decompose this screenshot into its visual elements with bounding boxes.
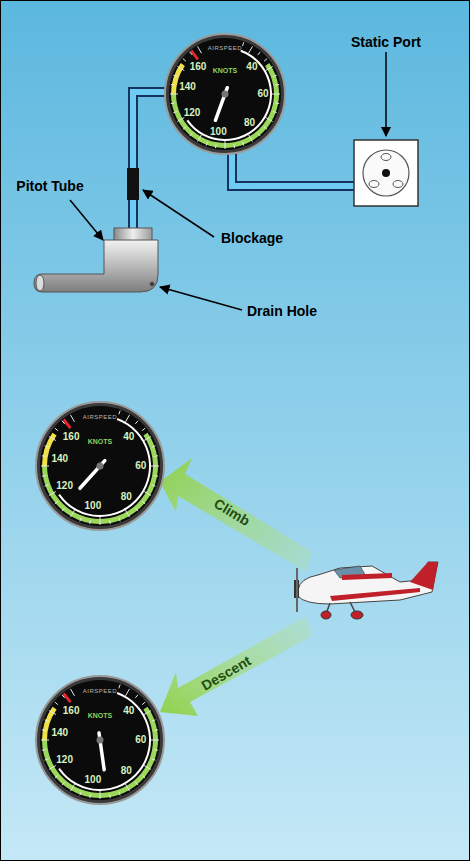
gauge-number: 160 — [190, 62, 207, 72]
gauge-number: 80 — [121, 766, 132, 776]
part-label: Drain Hole — [247, 304, 317, 318]
gauge-number: 40 — [123, 706, 134, 716]
climb-arrow — [160, 458, 312, 572]
static-line — [232, 150, 356, 186]
leader-lines — [70, 52, 386, 310]
pitot-tube — [34, 228, 158, 292]
gauge-number: 120 — [56, 481, 73, 491]
gauge-number: 160 — [63, 706, 80, 716]
pitot-line — [133, 92, 172, 232]
descent-arrow — [160, 616, 312, 716]
gauge-number: 40 — [123, 432, 134, 442]
gauge-number: 80 — [121, 492, 132, 502]
gauge-number: 100 — [85, 775, 102, 785]
gauge-number: 140 — [51, 454, 68, 464]
gauge-number: 100 — [210, 127, 227, 137]
gauge-title: AIRSPEED — [208, 45, 242, 51]
blockage — [127, 168, 139, 200]
gauge-unit: KNOTS — [88, 437, 113, 444]
gauge-number: 40 — [246, 62, 257, 72]
part-label: Static Port — [351, 35, 421, 49]
gauge-number: 120 — [184, 108, 201, 118]
arrow-label: Climb — [212, 496, 253, 528]
airplane — [294, 562, 438, 619]
gauge-number: 100 — [85, 501, 102, 511]
gauge-title: AIRSPEED — [83, 688, 117, 694]
gauge-title: AIRSPEED — [83, 414, 117, 420]
gauge-number: 60 — [135, 461, 146, 471]
arrow-label: Descent — [199, 653, 253, 692]
gauge-number: 60 — [135, 735, 146, 745]
static-port — [354, 140, 418, 206]
gauge-number: 60 — [258, 89, 269, 99]
airspeed-indicator — [165, 34, 285, 154]
part-label: Pitot Tube — [16, 179, 83, 193]
gauge-number: 120 — [56, 755, 73, 765]
gauge-number: 80 — [244, 118, 255, 128]
gauge-unit: KNOTS — [88, 711, 113, 718]
gauge-number: 140 — [51, 728, 68, 738]
gauge-number: 140 — [179, 82, 196, 92]
airspeed-indicator — [36, 676, 164, 804]
gauge-number: 160 — [63, 432, 80, 442]
part-label: Blockage — [221, 231, 283, 245]
airspeed-indicator — [36, 402, 164, 530]
gauge-unit: KNOTS — [213, 67, 238, 74]
